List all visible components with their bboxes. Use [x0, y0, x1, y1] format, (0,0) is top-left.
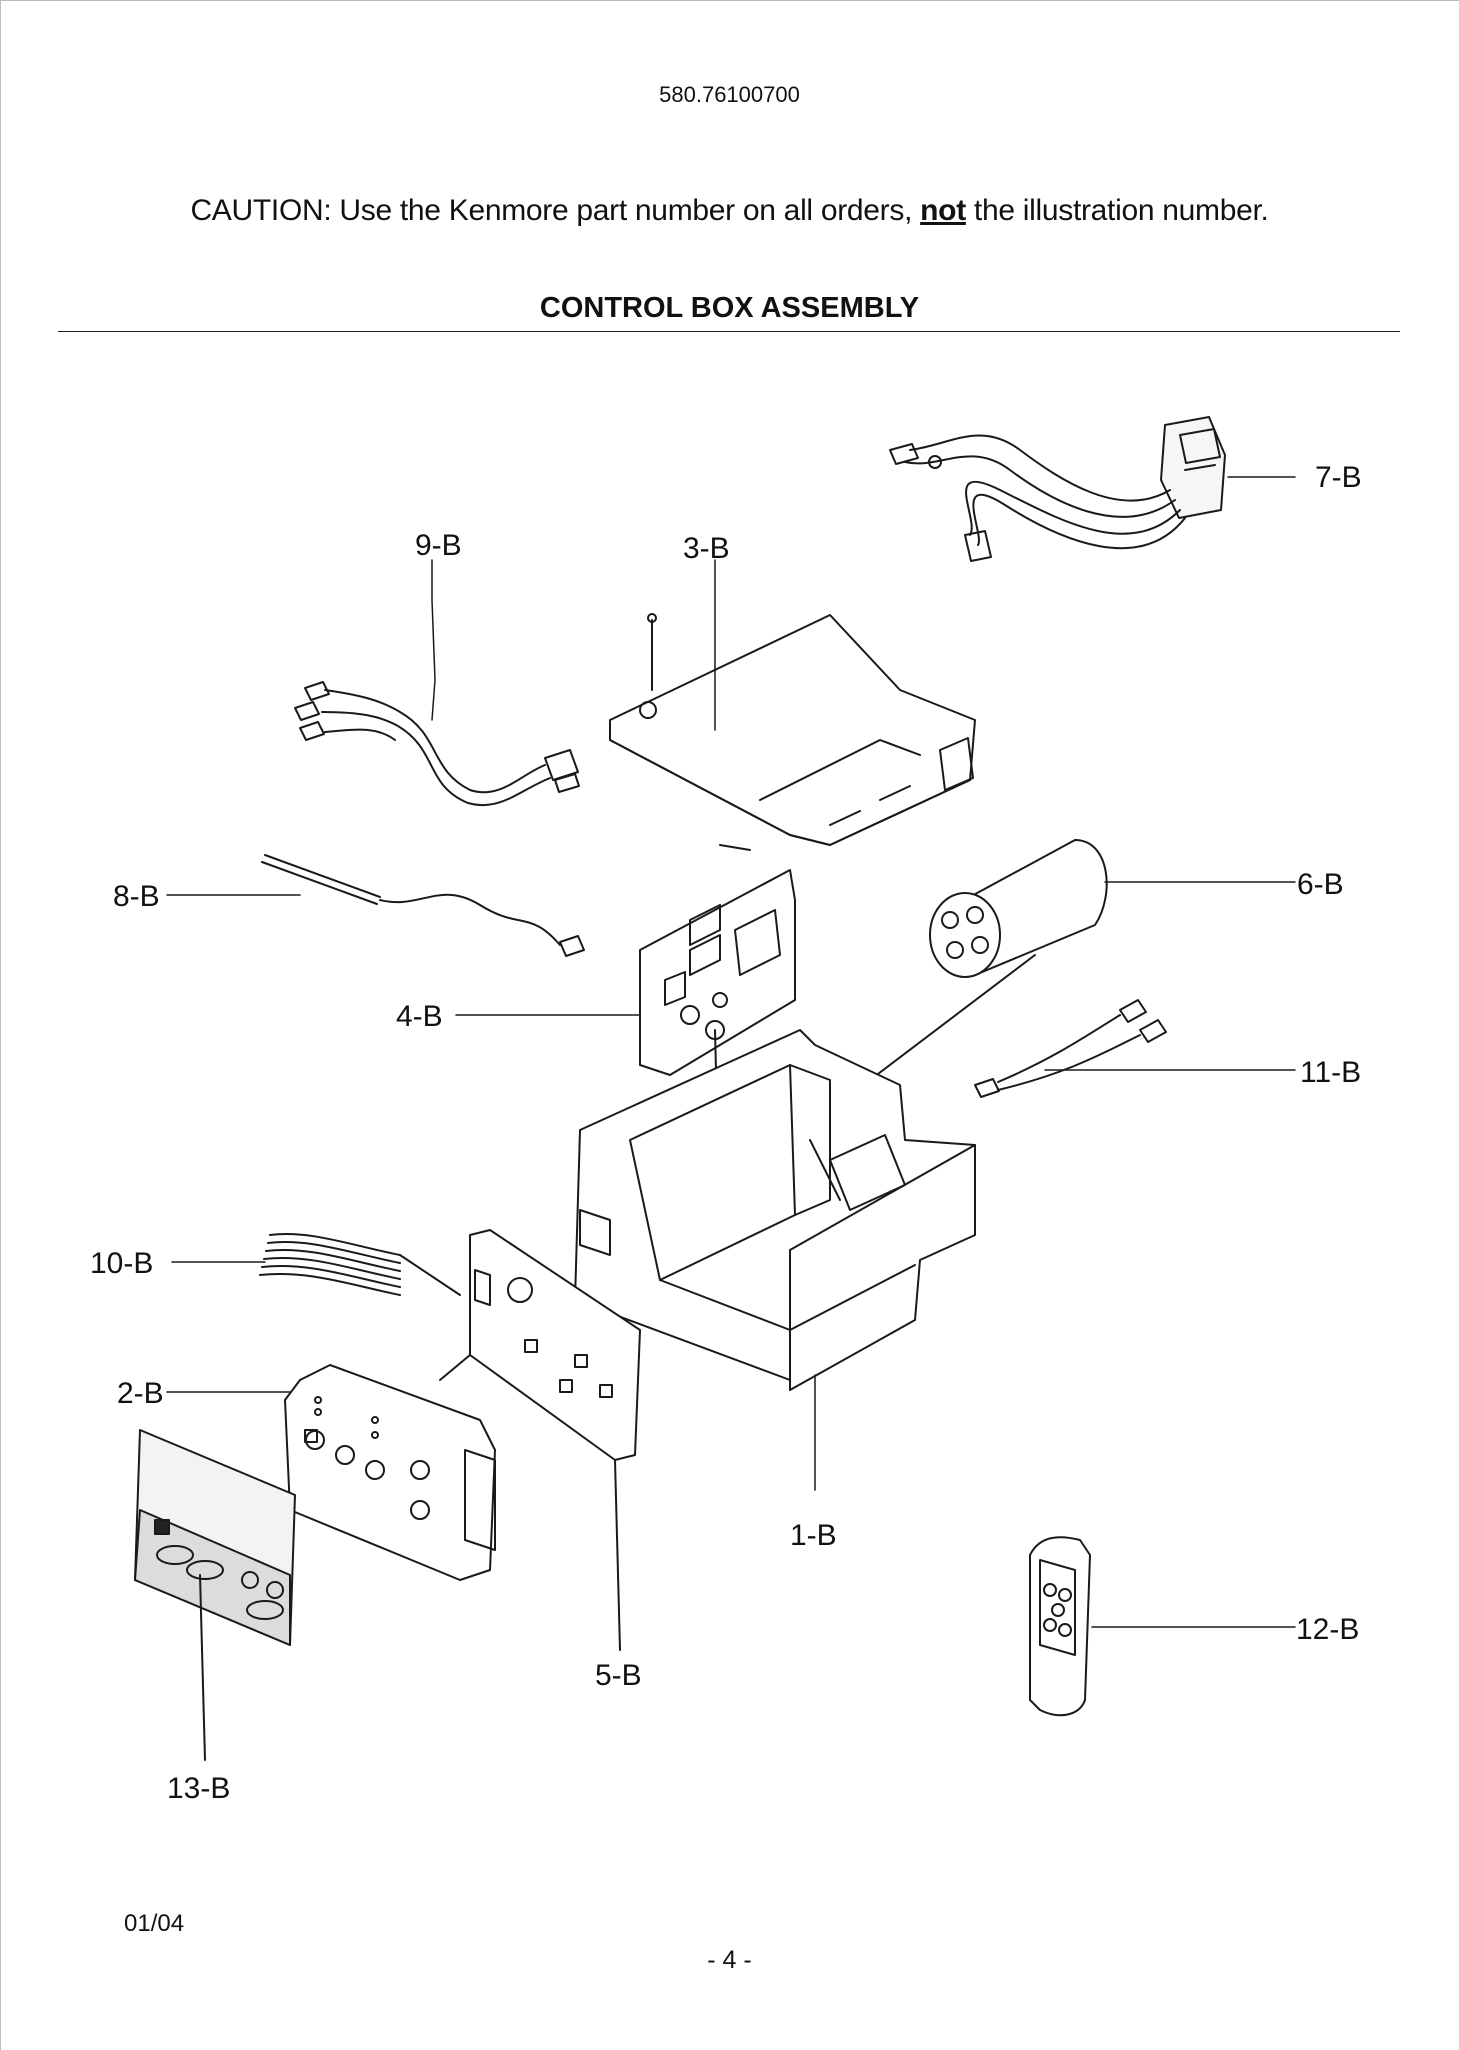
caution-text: CAUTION: Use the Kenmore part number on … — [190, 194, 921, 227]
part-11b-leads-drawing — [974, 999, 1167, 1098]
part-13b-overlay-drawing — [134, 1429, 296, 1761]
part-9b-harness-drawing — [294, 681, 580, 807]
part-4b-power-board-drawing — [639, 844, 796, 1231]
page-number: - 4 - — [707, 1946, 752, 1974]
title-rule — [58, 331, 1400, 332]
callout-11b: 11-B — [1300, 1056, 1361, 1089]
part-6b-capacitor-drawing — [869, 839, 1108, 1081]
callout-7b: 7-B — [1315, 461, 1362, 494]
section-title: CONTROL BOX ASSEMBLY — [539, 292, 920, 324]
callout-5b: 5-B — [595, 1659, 642, 1692]
callout-10b: 10-B — [90, 1247, 153, 1280]
callout-13b: 13-B — [167, 1772, 230, 1805]
part-12b-remote-drawing — [1029, 1536, 1091, 1717]
callout-3b: 3-B — [683, 532, 730, 565]
caution-notice: CAUTION: Use the Kenmore part number on … — [0, 194, 1459, 228]
model-number: 580.76100700 — [659, 82, 800, 107]
callout-4b: 4-B — [396, 1000, 443, 1033]
part-7b-harness-drawing — [889, 416, 1226, 562]
caution-emphasis: not — [920, 194, 966, 227]
part-10b-ribbon-drawing — [259, 1233, 461, 1296]
callout-6b: 6-B — [1297, 868, 1344, 901]
caution-text-end: the illustration number. — [965, 194, 1269, 227]
part-1b-housing-drawing — [574, 1029, 976, 1391]
callout-8b: 8-B — [113, 880, 160, 913]
part-8b-sensor-drawing — [261, 854, 585, 957]
callout-2b: 2-B — [117, 1377, 164, 1410]
revision-date: 01/04 — [124, 1910, 185, 1937]
leader-lines — [166, 476, 1296, 1628]
part-5b-display-board-drawing — [439, 1229, 641, 1651]
callout-1b: 1-B — [790, 1519, 837, 1552]
part-3b-cover-drawing — [609, 613, 976, 846]
callout-9b: 9-B — [415, 529, 462, 562]
callout-12b: 12-B — [1296, 1613, 1359, 1646]
part-2b-control-panel-drawing — [284, 1364, 496, 1581]
